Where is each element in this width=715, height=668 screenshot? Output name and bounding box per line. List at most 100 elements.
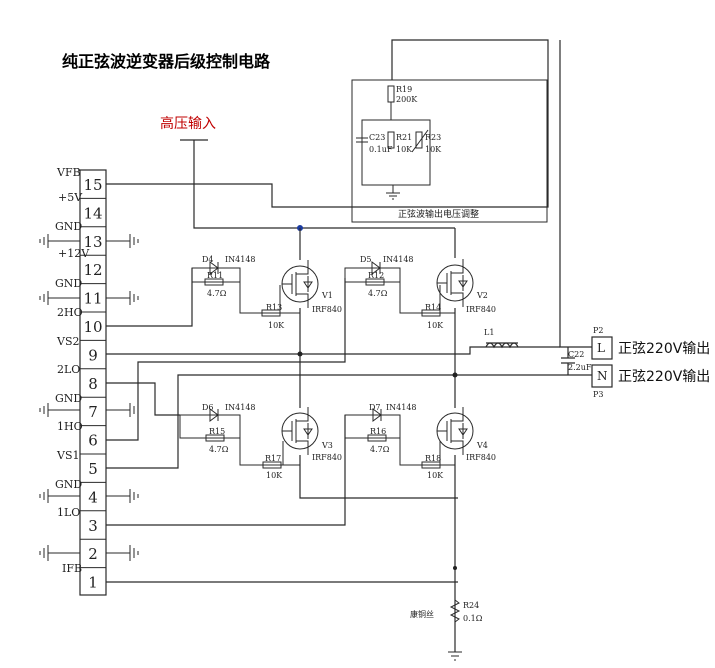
- output-l-wire: [559, 40, 592, 348]
- c22-label: C22: [568, 350, 584, 359]
- r18-value: 10K: [427, 471, 444, 480]
- c22-value: 2.2uF: [568, 363, 592, 372]
- diagram-title: 纯正弦波逆变器后级控制电路: [62, 52, 271, 71]
- r11-value: 4.7Ω: [207, 289, 227, 298]
- feedback-box: [351, 79, 548, 223]
- wire-vs2: [106, 346, 560, 355]
- r13-symbol: [261, 309, 281, 317]
- wire-1ho: [106, 278, 346, 441]
- v4-gate-wire: [399, 438, 455, 466]
- r19-label: R19: [396, 85, 412, 94]
- r15-symbol: [205, 434, 225, 442]
- gate-network-v2: D5 IN4148 R12 4.7Ω R14 10K V2 IRF840: [344, 255, 496, 330]
- connector-pin-1: 1: [88, 574, 98, 592]
- c23-label: C23: [369, 133, 385, 142]
- wire-vs1: [106, 374, 575, 469]
- p2-label: P2: [593, 326, 603, 335]
- label-gnd7: GND: [55, 392, 82, 405]
- r12-label: R12: [368, 271, 384, 280]
- p3-label: P3: [593, 390, 603, 399]
- node-vs2: [297, 351, 303, 357]
- r15-value: 4.7Ω: [209, 445, 229, 454]
- r18-symbol: [421, 461, 441, 469]
- v4-label: V4: [476, 441, 488, 450]
- terminal-l: [591, 336, 613, 360]
- connector-pin-9: 9: [88, 346, 98, 364]
- v2-value: IRF840: [466, 305, 496, 314]
- gate-network-v3: D6 IN4148 R15 4.7Ω R17 10K V3 IRF840: [179, 403, 342, 480]
- r16-value: 4.7Ω: [370, 445, 390, 454]
- connector-pin-13: 13: [83, 233, 102, 251]
- connector-pin-7: 7: [88, 403, 98, 421]
- v3-source: [299, 455, 458, 499]
- c23-value: 0.1uF: [369, 145, 393, 154]
- ground-symbols-connector: [39, 234, 139, 561]
- d4-symbol: [209, 261, 219, 275]
- ground-icon: [448, 651, 462, 661]
- d6-value: IN4148: [225, 403, 256, 412]
- connector-pin-11: 11: [83, 290, 102, 308]
- connector-pin-8: 8: [88, 375, 98, 393]
- r18-label: R18: [425, 454, 441, 463]
- d6-symbol: [209, 408, 219, 422]
- wire-2ho: [106, 268, 193, 327]
- label-gnd11: GND: [55, 277, 82, 290]
- d4-value: IN4148: [225, 255, 256, 264]
- label-vs1: VS1: [56, 449, 79, 462]
- feedback-box-label: 正弦波输出电压调整: [398, 208, 479, 220]
- v2-mosfet: [436, 259, 474, 307]
- r11-label: R11: [207, 271, 223, 280]
- label-p12v: +12V: [58, 247, 90, 260]
- v3-gate-wire: [239, 438, 300, 466]
- l1-label: L1: [484, 328, 494, 337]
- v4-mosfet: [436, 407, 474, 455]
- node-vs1: [452, 372, 458, 378]
- terminal-l-label: L: [597, 341, 605, 355]
- r16-label: R16: [370, 427, 386, 436]
- r23-label: R23: [425, 133, 441, 142]
- d7-label: D7: [369, 403, 381, 412]
- d5-label: D5: [360, 255, 372, 264]
- v1-value: IRF840: [312, 305, 342, 314]
- v2-label: V2: [476, 291, 488, 300]
- connector-pin-5: 5: [88, 460, 98, 478]
- d5-value: IN4148: [383, 255, 414, 264]
- r24-symbol: [449, 599, 461, 623]
- r14-value: 10K: [427, 321, 444, 330]
- label-p5v: +5V: [58, 191, 83, 204]
- current-shunt: R24 0.1Ω 康铜丝: [410, 599, 483, 661]
- r23-value: 10K: [425, 145, 442, 154]
- label-vs2: VS2: [56, 335, 79, 348]
- terminal-n: [591, 364, 613, 388]
- d6-label: D6: [202, 403, 214, 412]
- v3-mosfet: [281, 407, 319, 455]
- label-gnd13: GND: [55, 220, 82, 233]
- r24-note: 康铜丝: [410, 609, 434, 619]
- r21-symbol: [387, 131, 395, 149]
- r11-symbol: [204, 278, 224, 286]
- connector-pin-10: 10: [83, 318, 102, 336]
- d4-label: D4: [202, 255, 214, 264]
- v3-label: V3: [321, 441, 333, 450]
- r19-symbol: [387, 85, 395, 103]
- r24-value: 0.1Ω: [463, 614, 483, 623]
- d7-symbol: [372, 408, 382, 422]
- c22-symbol: [561, 347, 575, 375]
- r14-label: R14: [425, 303, 441, 312]
- v2-gate-wire: [399, 282, 455, 314]
- connector-pin-4: 4: [88, 488, 98, 506]
- output-n-text: 正弦220V输出: [618, 369, 710, 385]
- l1-symbol: [485, 342, 519, 349]
- v1-mosfet: [281, 260, 319, 308]
- r16-symbol: [367, 434, 387, 442]
- output-l-text: 正弦220V输出: [618, 341, 710, 357]
- output-filter: L1 C22 2.2uF: [484, 40, 592, 376]
- feedback-network: R19 200K C23 0.1uF R21 10K R23 10K 正弦波输出…: [351, 79, 548, 223]
- d5-symbol: [371, 261, 381, 275]
- label-vfb: VFB: [56, 166, 81, 179]
- label-2lo: 2LO: [57, 363, 80, 376]
- gate-network-v1: D4 IN4148 R11 4.7Ω R13 10K V1 IRF840: [191, 255, 342, 330]
- v3-value: IRF840: [312, 453, 342, 462]
- node-ifb: [453, 566, 457, 570]
- r17-value: 10K: [266, 471, 283, 480]
